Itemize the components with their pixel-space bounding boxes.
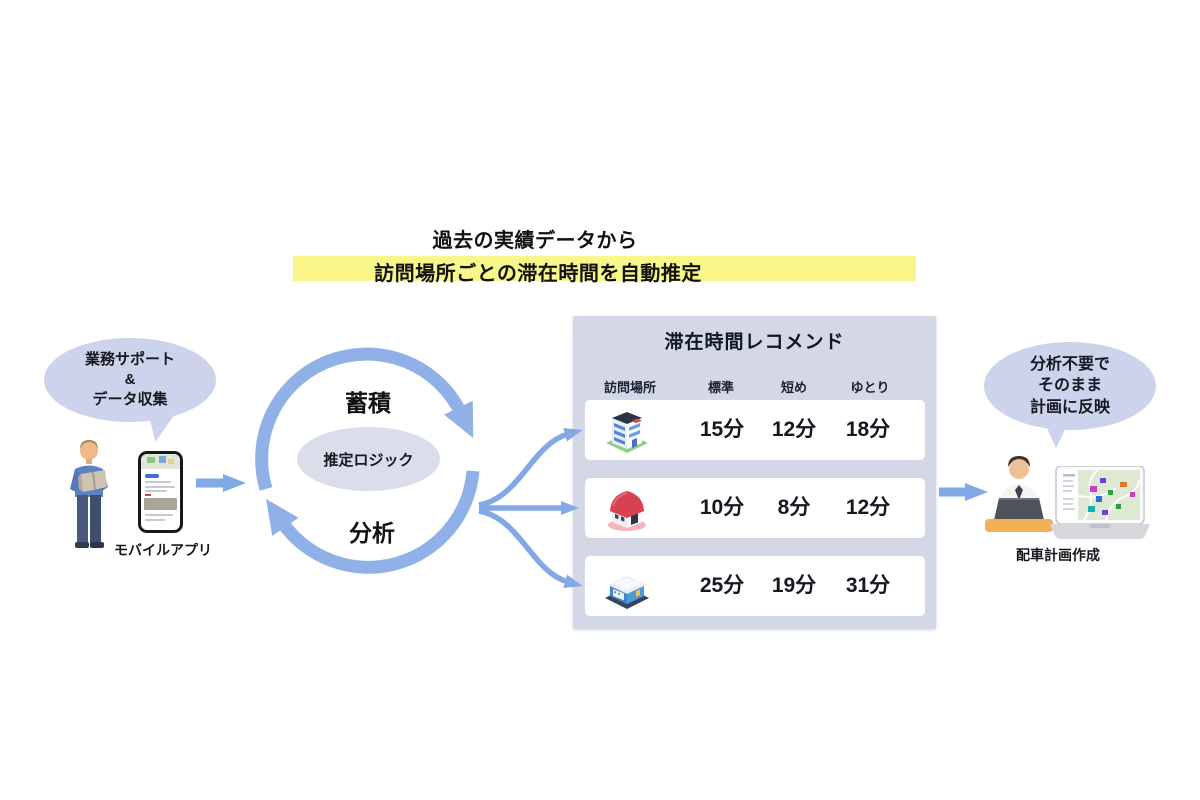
left-bubble-line2: &	[124, 371, 136, 389]
mobile-phone	[138, 451, 183, 533]
cell-short: 12分	[771, 418, 817, 441]
title-line1: 過去の実績データから	[432, 230, 638, 252]
route-planning-laptop	[1050, 466, 1150, 539]
title-line2: 訪問場所ごとの滞在時間を自動推定	[374, 263, 702, 285]
table-row: 10分 8分 12分	[585, 478, 925, 538]
estimation-logic-ellipse: 推定ロジック	[297, 427, 440, 491]
phone-photo-strip	[144, 498, 177, 510]
table-row: 25分 19分 31分	[585, 556, 925, 616]
right-bubble-line2: そのまま	[1037, 377, 1102, 395]
estimation-logic-label: 推定ロジック	[323, 451, 414, 469]
cell-standard: 10分	[699, 496, 745, 519]
office-building-icon	[606, 412, 648, 453]
column-header-standard: 標準	[707, 380, 734, 395]
left-bubble-line1: 業務サポート	[84, 351, 175, 369]
cell-short: 8分	[777, 496, 811, 519]
dwell-time-recommend-panel: 滞在時間レコメンド 訪問場所 標準 短め ゆとり 15分 12分 18分	[573, 316, 936, 629]
right-bubble-line1: 分析不要で	[1029, 356, 1110, 374]
column-header-short: 短め	[780, 380, 807, 395]
column-header-relaxed: ゆとり	[850, 380, 890, 395]
title-highlight-bar	[293, 256, 916, 281]
table-row: 15分 12分 18分	[585, 400, 925, 460]
branch-arrow-bottom	[478, 508, 583, 588]
branch-arrow-top	[478, 428, 583, 508]
phone-map-thumbnail	[141, 454, 180, 469]
warehouse-icon	[605, 576, 649, 609]
left-speech-bubble: 業務サポート & データ収集	[44, 338, 216, 422]
right-speech-bubble: 分析不要で そのまま 計画に反映	[984, 342, 1156, 430]
dispatch-plan-label: 配車計画作成	[1016, 547, 1100, 563]
right-bubble-line3: 計画に反映	[1029, 398, 1110, 416]
delivery-person-illustration	[70, 440, 108, 548]
phone-screen	[141, 454, 180, 530]
mobile-app-label: モバイルアプリ	[114, 542, 212, 558]
column-header-place: 訪問場所	[603, 380, 656, 395]
cell-relaxed: 31分	[845, 574, 891, 597]
cycle-accumulate-label: 蓄積	[345, 390, 391, 416]
panel-title: 滞在時間レコメンド	[664, 332, 845, 353]
house-icon	[608, 491, 646, 531]
planner-person-illustration	[985, 456, 1053, 532]
cell-standard: 15分	[699, 418, 745, 441]
cycle-analyze-label: 分析	[349, 520, 395, 546]
cell-relaxed: 12分	[845, 496, 891, 519]
cell-relaxed: 18分	[845, 418, 891, 441]
cell-short: 19分	[771, 574, 817, 597]
cell-standard: 25分	[699, 574, 745, 597]
left-bubble-line3: データ収集	[92, 390, 168, 408]
